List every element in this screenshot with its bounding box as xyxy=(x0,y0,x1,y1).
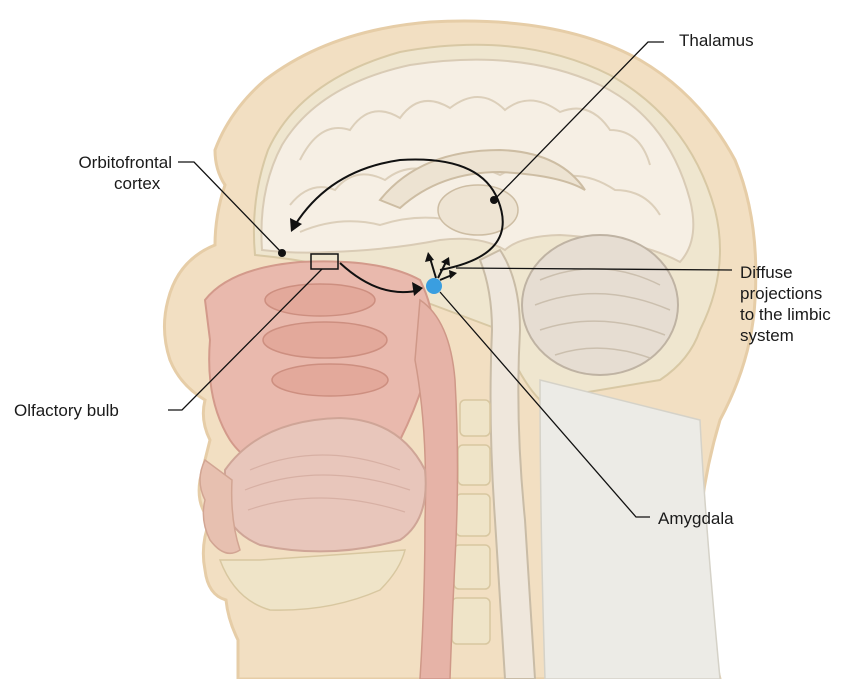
label-line: to the limbic xyxy=(740,304,831,325)
label-line: projections xyxy=(740,283,831,304)
amygdala-dot xyxy=(426,278,442,294)
diffuse-projections-label: Diffuse projections to the limbic system xyxy=(740,262,831,346)
label-line: cortex xyxy=(44,173,172,194)
amygdala-label: Amygdala xyxy=(658,508,734,529)
orbitofrontal-cortex-label: Orbitofrontal cortex xyxy=(44,152,172,194)
thalamus-region xyxy=(438,185,518,235)
label-line: system xyxy=(740,325,831,346)
cerebellum xyxy=(522,235,678,375)
label-line: Diffuse xyxy=(740,262,831,283)
thalamus-label: Thalamus xyxy=(679,30,754,51)
olfactory-bulb-label: Olfactory bulb xyxy=(14,400,119,421)
nasal-conchae xyxy=(263,284,388,396)
neck-muscles xyxy=(540,380,720,679)
label-line: Orbitofrontal xyxy=(44,152,172,173)
